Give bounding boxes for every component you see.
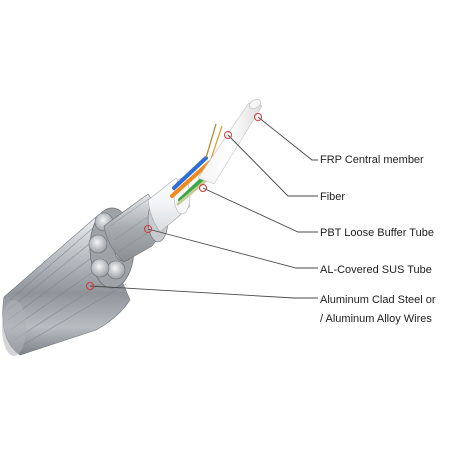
- leader-frp: [257, 116, 318, 161]
- label-fiber: Fiber: [320, 191, 346, 203]
- marker-pbt: [199, 184, 207, 192]
- leader-lines: [89, 116, 318, 299]
- marker-outer: [86, 282, 94, 290]
- label-frp-central-member: FRP Central member: [320, 154, 424, 166]
- frp-rod: [197, 99, 263, 185]
- label-pbt-loose-buffer-tube: PBT Loose Buffer Tube: [320, 227, 434, 239]
- marker-al-sus: [144, 225, 152, 233]
- label-al-covered-sus-tube: AL-Covered SUS Tube: [320, 264, 432, 276]
- leader-fiber: [227, 134, 318, 197]
- leader-pbt: [202, 187, 318, 233]
- label-outer-wires-line1: Aluminum Clad Steel or: [320, 294, 436, 306]
- markers: [86, 113, 262, 290]
- fibers: [170, 123, 237, 206]
- marker-frp: [254, 113, 262, 121]
- marker-fiber: [224, 131, 232, 139]
- leader-al-sus: [147, 228, 318, 269]
- label-outer-wires-line2: / Aluminum Alloy Wires: [320, 313, 432, 325]
- leader-outer: [89, 285, 318, 299]
